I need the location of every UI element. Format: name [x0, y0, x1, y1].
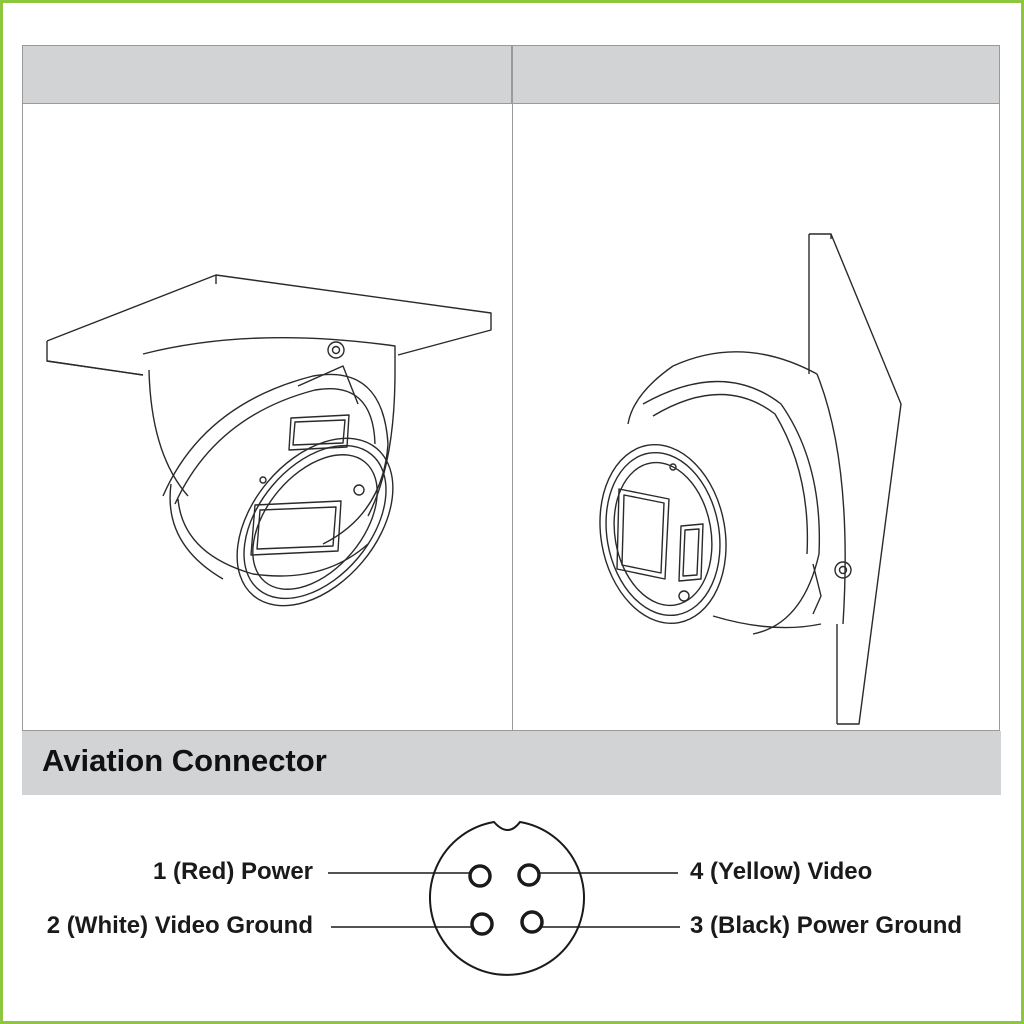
table-header-right — [512, 46, 999, 104]
table-divider — [512, 46, 513, 732]
pin-4-label: 4 (Yellow) Video — [690, 858, 873, 885]
ceiling-mount-camera-icon — [46, 274, 492, 607]
pin-3-label: 3 (Black) Power Ground — [690, 912, 963, 939]
pin-2-hole — [470, 912, 494, 936]
mount-views-table — [22, 45, 1000, 732]
section-title: Aviation Connector — [42, 743, 327, 778]
ceiling-mount-cell — [23, 104, 512, 730]
section-header: Aviation Connector — [22, 731, 1001, 795]
pin-1-hole — [468, 864, 492, 888]
pin-3-hole — [520, 910, 544, 934]
wall-mount-cell — [513, 104, 1000, 730]
pin-4-hole — [517, 863, 541, 887]
wall-mount-camera-icon — [599, 233, 902, 725]
pin-2-label: 2 (White) Video Ground — [46, 912, 313, 939]
table-header-left — [23, 46, 512, 104]
pin-1-label: 1 (Red) Power — [152, 858, 313, 885]
